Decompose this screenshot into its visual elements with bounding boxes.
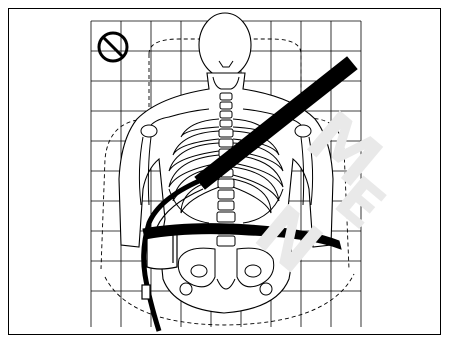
- prohibition-icon: [99, 33, 127, 61]
- seatbelt-illustration: [9, 9, 440, 334]
- belt-clip: [142, 285, 150, 299]
- figure-frame: M N E: [8, 8, 441, 335]
